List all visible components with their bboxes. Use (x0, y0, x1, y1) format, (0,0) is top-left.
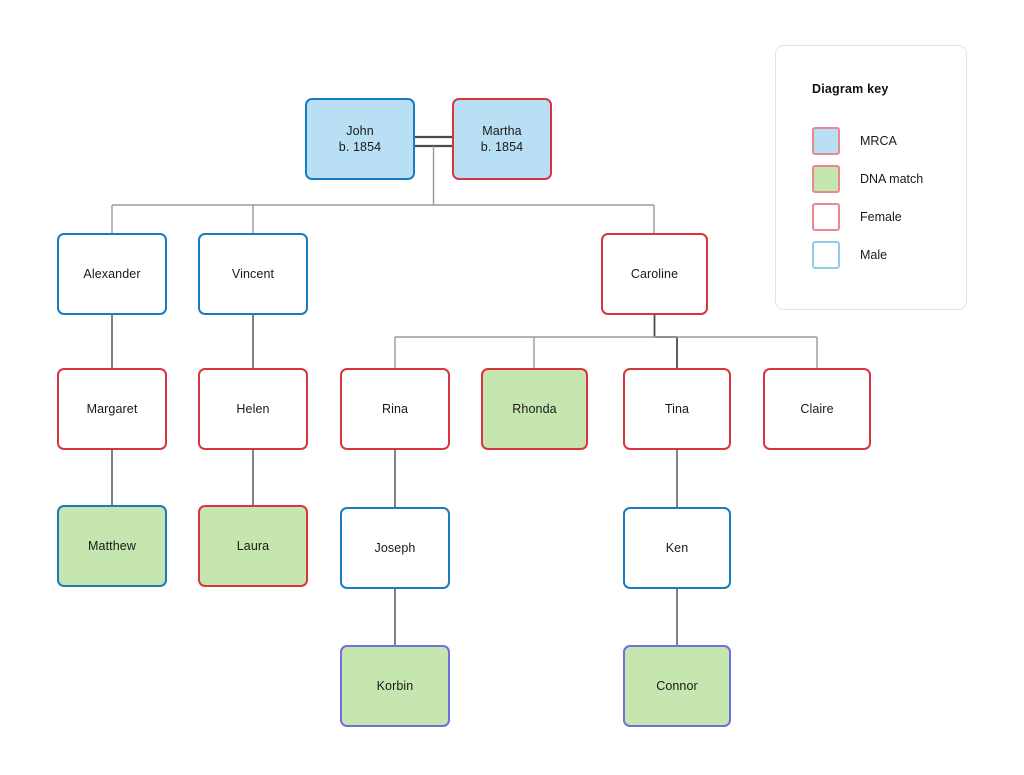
person-name: Connor (656, 679, 698, 693)
legend-label: DNA match (860, 172, 924, 186)
person-name: Korbin (376, 679, 414, 693)
legend-swatch-icon (812, 241, 840, 269)
person-birth-detail: b. 1854 (480, 140, 524, 154)
legend-label: Male (860, 248, 888, 262)
person-node-tina[interactable]: Tina (623, 368, 731, 450)
person-node-helen[interactable]: Helen (198, 368, 308, 450)
person-name: Joseph (374, 541, 416, 555)
person-name: Matthew (88, 539, 136, 553)
legend-label: Female (860, 210, 902, 224)
person-node-connor[interactable]: Connor (623, 645, 731, 727)
person-node-claire[interactable]: Claire (763, 368, 871, 450)
person-node-margaret[interactable]: Margaret (57, 368, 167, 450)
person-node-matthew[interactable]: Matthew (57, 505, 167, 587)
marriage-link-john-martha (415, 135, 452, 148)
diagram-key-title: Diagram key (812, 82, 889, 96)
legend-swatch-icon (812, 165, 840, 193)
diagram-key-item-mrca: MRCA (812, 127, 897, 155)
person-node-vincent[interactable]: Vincent (198, 233, 308, 315)
person-birth-detail: b. 1854 (338, 140, 382, 154)
person-node-rhonda[interactable]: Rhonda (481, 368, 588, 450)
person-node-caroline[interactable]: Caroline (601, 233, 708, 315)
person-node-martha[interactable]: Martha b. 1854 (452, 98, 552, 180)
person-node-joseph[interactable]: Joseph (340, 507, 450, 589)
diagram-key-item-male: Male (812, 241, 887, 269)
person-name: Tina (664, 402, 690, 416)
person-name: Margaret (86, 402, 138, 416)
legend-label: MRCA (860, 134, 897, 148)
legend-swatch-icon (812, 127, 840, 155)
person-node-laura[interactable]: Laura (198, 505, 308, 587)
person-name: Ken (665, 541, 689, 555)
person-node-rina[interactable]: Rina (340, 368, 450, 450)
person-name: Laura (236, 539, 270, 553)
person-node-john[interactable]: John b. 1854 (305, 98, 415, 180)
person-name: John (346, 124, 374, 138)
person-name: Alexander (83, 267, 141, 281)
person-name: Caroline (630, 267, 679, 281)
person-node-alexander[interactable]: Alexander (57, 233, 167, 315)
person-name: Claire (800, 402, 834, 416)
person-name: Helen (236, 402, 270, 416)
person-name: Rina (381, 402, 409, 416)
legend-swatch-icon (812, 203, 840, 231)
diagram-key-item-dna-match: DNA match (812, 165, 923, 193)
person-name: Rhonda (512, 402, 557, 416)
person-node-korbin[interactable]: Korbin (340, 645, 450, 727)
diagram-key-item-female: Female (812, 203, 902, 231)
person-name: Vincent (231, 267, 275, 281)
edge-caroline-to-children-bus (394, 315, 818, 368)
person-node-ken[interactable]: Ken (623, 507, 731, 589)
person-name: Martha (482, 124, 522, 138)
